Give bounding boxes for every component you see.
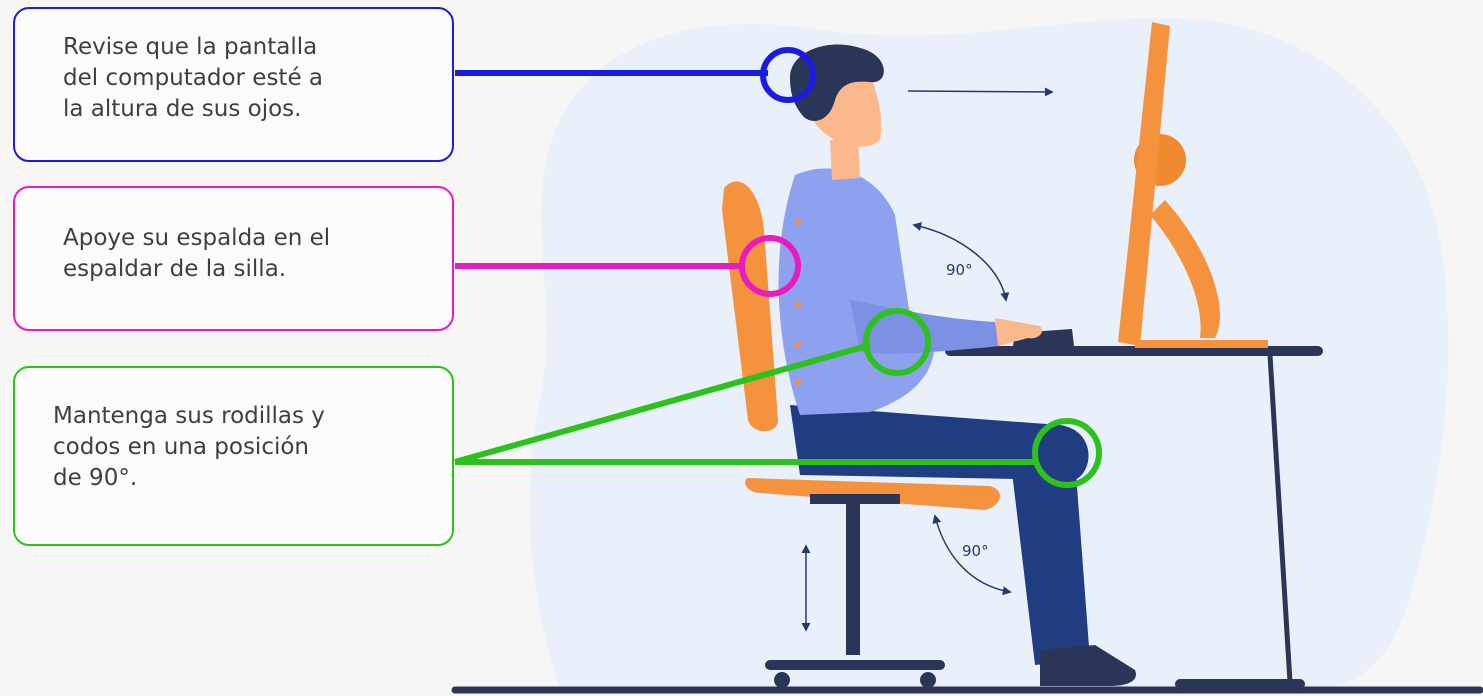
face <box>801 60 882 147</box>
keyboard <box>1013 329 1074 346</box>
shirt-button <box>795 342 801 348</box>
callout-back-support: Apoye su espalda en el espaldar de la si… <box>13 186 454 331</box>
callout-screen-height: Revise que la pantalla del computador es… <box>13 7 454 162</box>
thigh <box>790 405 1089 480</box>
chair-backrest <box>722 181 778 432</box>
desk-leg <box>1267 354 1293 683</box>
callout-screen-line-3: la altura de sus ojos. <box>63 96 302 122</box>
chair-bracket <box>810 494 900 504</box>
callout-knees-elbows: Mantenga sus rodillas y codos en una pos… <box>13 366 454 546</box>
callout-knees-line-1: Mantenga sus rodillas y <box>53 403 325 429</box>
monitor-base <box>1135 340 1268 348</box>
highlight-back <box>739 235 801 297</box>
shoe <box>1040 645 1136 686</box>
monitor-hinge <box>1134 134 1186 186</box>
torso-shirt <box>778 168 935 415</box>
elbow-angle-label: 90° <box>946 261 973 279</box>
shirt-button <box>795 219 801 225</box>
callout-back-line-2: espaldar de la silla. <box>63 256 287 282</box>
connector-elbow <box>454 342 871 465</box>
chair-seat <box>745 478 1001 510</box>
shirt-button <box>795 302 801 308</box>
elbow-angle-arrow <box>912 222 1010 302</box>
callout-knees-line-3: de 90°. <box>53 465 138 491</box>
shirt-button <box>795 259 801 265</box>
neck <box>830 140 860 180</box>
monitor-stand <box>1150 200 1220 338</box>
background-blob <box>529 18 1449 691</box>
chair-wheel <box>774 672 790 688</box>
callout-back-line-1: Apoye su espalda en el <box>63 225 331 251</box>
hand <box>995 318 1043 346</box>
monitor-screen <box>1118 22 1170 346</box>
callout-knees-line-2: codos en una posición <box>53 434 310 460</box>
callout-screen-line-1: Revise que la pantalla <box>63 34 318 60</box>
arm <box>850 300 1000 354</box>
highlight-elbow <box>863 308 931 376</box>
eye-line-arrow <box>907 87 1054 97</box>
hair <box>790 44 884 121</box>
highlight-knee <box>1032 418 1102 488</box>
shin <box>1010 455 1090 665</box>
chair-post <box>846 495 860 655</box>
callout-screen-line-2: del computador esté a <box>63 65 324 91</box>
shirt-button <box>795 379 801 385</box>
chair-wheel <box>920 672 936 688</box>
knee-angle-arrow <box>932 514 1012 596</box>
knee-angle-label: 90° <box>962 542 989 560</box>
highlight-eyes <box>760 47 816 103</box>
